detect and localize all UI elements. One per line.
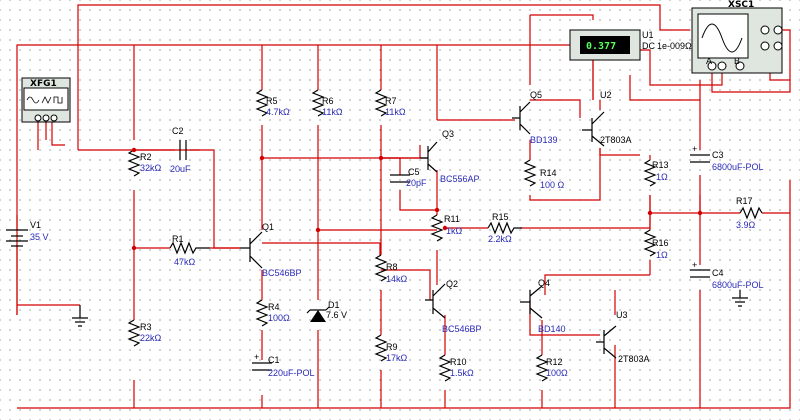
r15-ref: R15 xyxy=(492,212,509,222)
q3-ref: Q3 xyxy=(442,129,454,139)
q1-ref: Q1 xyxy=(262,222,274,232)
r10-ref: R10 xyxy=(450,357,467,367)
c2-ref: C2 xyxy=(172,126,184,136)
function-generator-xfg1[interactable]: XFG1 xyxy=(21,77,71,123)
u2-ref: U2 xyxy=(600,90,612,100)
r4-ref: R4 xyxy=(268,302,280,312)
r5-ref: R5 xyxy=(266,96,278,106)
r17-ref: R17 xyxy=(736,196,753,206)
q4-part: BD140 xyxy=(538,324,566,334)
r4-value: 100Ω xyxy=(268,313,290,323)
r11-ref: R11 xyxy=(444,214,460,224)
c5-value: 20pF xyxy=(406,178,427,188)
r17-value: 3.9Ω xyxy=(736,220,756,230)
r10-value: 1.5kΩ xyxy=(450,368,474,378)
multimeter-u1[interactable]: 0.377 U1 DC 1e-009Ω xyxy=(569,29,692,61)
r16-value: 1Ω xyxy=(656,250,668,260)
r1-ref: R1 xyxy=(172,234,184,244)
r9-value: 17kΩ xyxy=(386,353,408,363)
q2-part: BC546BP xyxy=(442,324,482,334)
r6-ref: R6 xyxy=(322,96,334,106)
r13-value: 1Ω xyxy=(656,172,668,182)
scope-channel-b: B xyxy=(734,56,740,66)
c1-ref: C1 xyxy=(268,355,280,365)
q3-part: BC556AP xyxy=(440,174,480,184)
d1-ref: D1 xyxy=(328,300,340,310)
d1-value: 7.6 V xyxy=(326,310,347,320)
oscilloscope-xsc1[interactable]: XSC1 A B xyxy=(691,0,783,74)
v1-ref: V1 xyxy=(30,220,41,230)
r1-value: 47kΩ xyxy=(174,257,196,267)
r14-ref: R14 xyxy=(540,168,557,178)
r16-ref: R16 xyxy=(652,238,669,248)
r11-value: 1kΩ xyxy=(446,226,463,236)
junction-dots xyxy=(131,147,703,251)
component-labels: R1 47kΩ R2 32kΩ R3 22kΩ R4 100Ω R5 4.7kΩ… xyxy=(140,90,764,378)
r3-ref: R3 xyxy=(140,322,152,332)
r7-value: 11kΩ xyxy=(385,107,406,117)
u3-ref: U3 xyxy=(616,310,628,320)
waveform-icon xyxy=(26,96,63,104)
c3-ref: C3 xyxy=(712,150,724,160)
transistors xyxy=(240,101,617,359)
meter-reading: 0.377 xyxy=(586,41,616,52)
u3-part: 2T803A xyxy=(618,354,650,364)
ground-symbols xyxy=(72,290,748,327)
svg-text:+: + xyxy=(692,260,697,270)
r5-value: 4.7kΩ xyxy=(266,107,290,117)
r14-value: 100 Ω xyxy=(540,180,565,190)
xsc1-label: XSC1 xyxy=(728,0,754,10)
c5-ref: C5 xyxy=(408,167,420,177)
resistors xyxy=(127,89,763,382)
r6-value: 11kΩ xyxy=(322,107,343,117)
c1-value: 220uF-POL xyxy=(268,368,315,378)
ground-icon xyxy=(72,305,88,327)
r13-ref: R13 xyxy=(652,160,669,170)
r8-ref: R8 xyxy=(386,262,398,272)
scope-trace-icon xyxy=(701,23,743,53)
r12-ref: R12 xyxy=(546,357,563,367)
r8-value: 14kΩ xyxy=(386,274,408,284)
wires xyxy=(16,4,791,409)
r3-value: 22kΩ xyxy=(140,333,162,343)
u1-resistance: 1e-009Ω xyxy=(657,41,692,51)
r12-value: 100Ω xyxy=(546,368,568,378)
xfg1-label: XFG1 xyxy=(30,79,57,89)
svg-text:+: + xyxy=(254,352,259,362)
r2-ref: R2 xyxy=(140,152,152,162)
r9-ref: R9 xyxy=(386,342,398,352)
r7-ref: R7 xyxy=(385,96,397,106)
battery-v1[interactable]: V1 35 V xyxy=(6,220,49,247)
u2-part: 2T803A xyxy=(600,135,632,145)
q5-ref: Q5 xyxy=(530,90,542,100)
scope-channel-a: A xyxy=(706,56,712,66)
c3-value: 6800uF-POL xyxy=(712,162,764,172)
capacitors: + + + xyxy=(179,140,710,371)
q4-ref: Q4 xyxy=(538,278,550,288)
u1-label: U1 xyxy=(642,30,654,40)
v1-value: 35 V xyxy=(30,232,49,242)
zener-diode-d1[interactable] xyxy=(306,306,330,322)
r15-value: 2.2kΩ xyxy=(488,234,512,244)
c4-value: 6800uF-POL xyxy=(712,280,764,290)
ground-icon xyxy=(732,290,748,307)
q1-part: BC546BP xyxy=(262,268,302,278)
r2-value: 32kΩ xyxy=(140,163,162,173)
q2-ref: Q2 xyxy=(446,279,458,289)
svg-text:+: + xyxy=(692,144,697,154)
u1-mode: DC xyxy=(642,41,655,51)
c4-ref: C4 xyxy=(712,268,724,278)
c2-value: 20uF xyxy=(170,164,191,174)
q5-part: BD139 xyxy=(530,135,558,145)
